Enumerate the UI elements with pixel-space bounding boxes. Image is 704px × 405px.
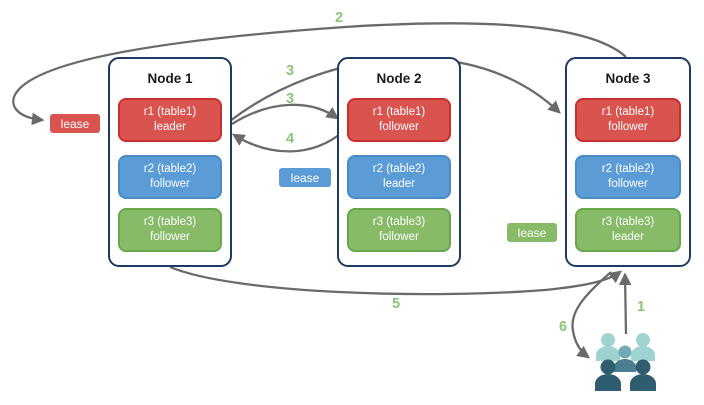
step-label-6: 6 bbox=[558, 319, 568, 335]
replica-role: follower bbox=[379, 231, 419, 243]
users-group-icon bbox=[595, 333, 656, 391]
step-label-5: 5 bbox=[391, 296, 401, 312]
node-3-box: Node 3 r1 (table1) follower r2 (table2) … bbox=[565, 57, 691, 267]
replica-name: r1 (table1) bbox=[601, 106, 655, 119]
node-2-box: Node 2 r1 (table1) follower r2 (table2) … bbox=[337, 57, 461, 267]
replica-name: r1 (table1) bbox=[143, 106, 197, 119]
node2-replica-r2: r2 (table2) leader bbox=[347, 155, 451, 199]
replica-role: follower bbox=[608, 121, 648, 133]
replica-role: follower bbox=[608, 178, 648, 190]
replica-role: leader bbox=[612, 231, 644, 243]
replica-role: follower bbox=[150, 178, 190, 190]
node-1-box: Node 1 r1 (table1) leader r2 (table2) fo… bbox=[108, 57, 232, 267]
replica-role: follower bbox=[379, 121, 419, 133]
node-1-title: Node 1 bbox=[147, 71, 193, 86]
lease-badge-blue: lease bbox=[277, 166, 333, 189]
arrow-5-node1-to-node3 bbox=[169, 265, 623, 296]
arrow-1-users-to-node3 bbox=[618, 272, 632, 335]
arrow-3-node1-leader-to-node2-follower bbox=[231, 103, 340, 125]
replica-role: leader bbox=[154, 121, 186, 133]
replica-role: leader bbox=[383, 178, 415, 190]
step-label-1: 1 bbox=[636, 299, 646, 315]
node3-replica-r2: r2 (table2) follower bbox=[575, 155, 681, 199]
replica-name: r2 (table2) bbox=[601, 163, 655, 176]
replica-name: r1 (table1) bbox=[372, 106, 426, 119]
replica-role: follower bbox=[150, 231, 190, 243]
replica-name: r3 (table3) bbox=[372, 216, 426, 229]
node1-replica-r2: r2 (table2) follower bbox=[118, 155, 222, 199]
step-label-4: 4 bbox=[285, 131, 295, 147]
node-3-title: Node 3 bbox=[605, 71, 651, 86]
lease-badge-green: lease bbox=[505, 221, 559, 244]
arrow-2-node3-to-lease-red bbox=[12, 22, 627, 126]
node2-replica-r1: r1 (table1) follower bbox=[347, 98, 451, 142]
step-label-2: 2 bbox=[334, 10, 344, 26]
node3-replica-r3: r3 (table3) leader bbox=[575, 208, 681, 252]
lease-badge-red: lease bbox=[48, 112, 102, 135]
node1-replica-r3: r3 (table3) follower bbox=[118, 208, 222, 252]
replica-name: r2 (table2) bbox=[143, 163, 197, 176]
node2-replica-r3: r3 (table3) follower bbox=[347, 208, 451, 252]
replica-name: r3 (table3) bbox=[601, 216, 655, 229]
step-label-3a: 3 bbox=[285, 63, 295, 79]
node3-replica-r1: r1 (table1) follower bbox=[575, 98, 681, 142]
replica-name: r2 (table2) bbox=[372, 163, 426, 176]
node1-replica-r1: r1 (table1) leader bbox=[118, 98, 222, 142]
replica-name: r3 (table3) bbox=[143, 216, 197, 229]
node-2-title: Node 2 bbox=[376, 71, 422, 86]
step-label-3b: 3 bbox=[285, 91, 295, 107]
